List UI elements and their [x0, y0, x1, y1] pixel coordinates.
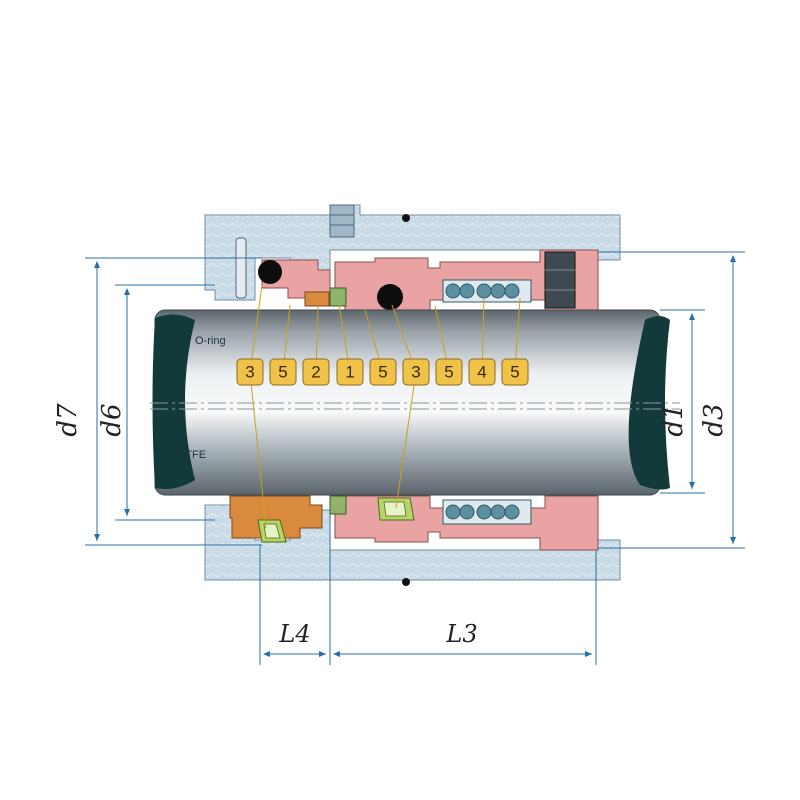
shaft: [150, 309, 680, 496]
springs-top: [442, 279, 532, 303]
svg-text:3: 3: [411, 363, 420, 382]
drive-pin: [235, 237, 247, 299]
callout-3: 2: [302, 358, 330, 386]
green-face-bottom: [329, 495, 347, 515]
dim-L4: L4: [278, 620, 310, 648]
dim-L3: L3: [445, 620, 477, 648]
callout-5: 5: [369, 358, 397, 386]
gland-o-ring-bottom: [402, 578, 410, 586]
dim-d7: d7: [53, 403, 83, 437]
ptfe-label: PTFE: [178, 449, 206, 461]
o-ring-rotating: [377, 284, 403, 310]
callout-7: 5: [435, 358, 463, 386]
orange-face-top: [304, 291, 330, 307]
retainer-screw: [544, 251, 576, 309]
svg-text:4: 4: [477, 363, 486, 382]
o-ring-label: O-ring: [195, 335, 226, 347]
callout-1: 3: [236, 358, 264, 386]
set-screw: [329, 204, 355, 238]
dim-d3: d3: [699, 403, 729, 436]
svg-text:5: 5: [510, 363, 519, 382]
callout-4: 1: [336, 358, 364, 386]
svg-text:1: 1: [345, 363, 354, 382]
svg-text:5: 5: [444, 363, 453, 382]
callout-6: 3: [402, 358, 430, 386]
dim-d1: d1: [659, 403, 689, 436]
callout-9: 5: [501, 358, 529, 386]
springs-bottom: [442, 499, 532, 525]
callout-row: 3 5 2 1 5 3 5 4 5: [236, 358, 529, 386]
svg-text:5: 5: [378, 363, 387, 382]
dim-d6: d6: [97, 403, 127, 436]
callout-2: 5: [269, 358, 297, 386]
green-face-top: [329, 287, 347, 307]
svg-text:5: 5: [278, 363, 287, 382]
gland-o-ring-top: [402, 214, 410, 222]
stationary-seat-bottom: [229, 495, 323, 539]
dimension-lines: [85, 251, 745, 665]
callout-8: 4: [468, 358, 496, 386]
o-ring-static: [258, 260, 282, 284]
svg-text:3: 3: [245, 363, 254, 382]
svg-text:2: 2: [311, 363, 320, 382]
